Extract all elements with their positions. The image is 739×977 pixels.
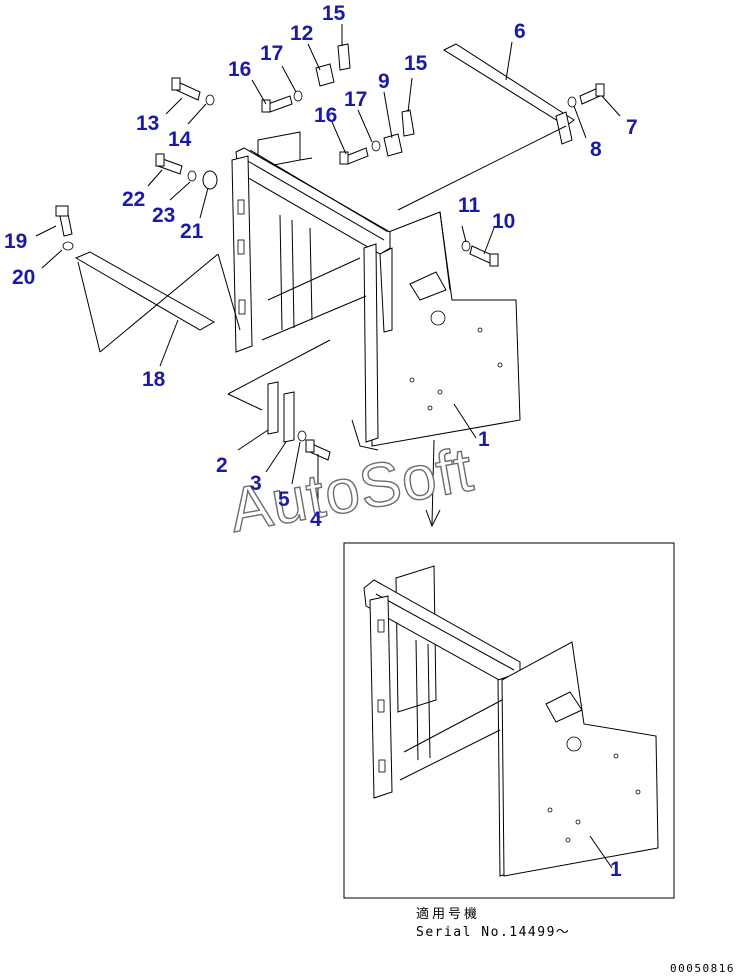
inset-arrow	[425, 439, 441, 528]
callout-10: 10	[492, 210, 515, 233]
callout-16: 16	[314, 104, 337, 127]
callout-1: 1	[478, 428, 490, 451]
assembled-inset	[343, 542, 675, 899]
part-18-bracket	[74, 251, 241, 353]
callout-3: 3	[250, 472, 262, 495]
callout-16: 16	[228, 58, 251, 81]
drawing-code: 00050816	[670, 962, 735, 975]
callout-labels: 15 12 17 16 6 15 9 17 16 13 14 7 8 22 23…	[4, 2, 638, 881]
callout-14: 14	[168, 128, 192, 151]
part-12-bracket	[315, 43, 351, 87]
callout-11: 11	[458, 194, 481, 217]
serial-caption-number: Serial No.14499〜	[416, 925, 571, 940]
callout-19: 19	[4, 230, 27, 253]
callout-20: 20	[12, 266, 35, 289]
part-9-bracket	[383, 109, 415, 157]
callout-6: 6	[514, 20, 526, 43]
leader-lines	[35, 24, 621, 510]
callout-23: 23	[152, 204, 175, 227]
watermark: AutoSoft	[224, 435, 478, 546]
washers	[62, 90, 577, 442]
callout-13: 13	[136, 112, 159, 135]
callout-21: 21	[180, 220, 204, 243]
part-6-bar	[397, 43, 575, 211]
callout-5: 5	[278, 488, 290, 511]
callout-7: 7	[626, 116, 638, 139]
main-frame-assembly	[227, 131, 521, 451]
callout-4: 4	[310, 508, 322, 531]
callout-22: 22	[122, 188, 145, 211]
callout-17: 17	[344, 88, 367, 111]
callout-17: 17	[260, 42, 283, 65]
bolts	[55, 77, 605, 461]
callout-2: 2	[216, 454, 228, 477]
callout-9: 9	[378, 70, 390, 93]
callout-12: 12	[290, 22, 313, 45]
parts-2-3-plates	[267, 381, 295, 443]
serial-caption-title: 適用号機	[416, 907, 481, 922]
callout-8: 8	[590, 138, 602, 161]
callout-15: 15	[404, 52, 428, 75]
callout-1: 1	[610, 858, 622, 881]
inset-frame	[343, 542, 675, 899]
callout-15: 15	[322, 2, 346, 25]
callout-18: 18	[142, 368, 166, 391]
